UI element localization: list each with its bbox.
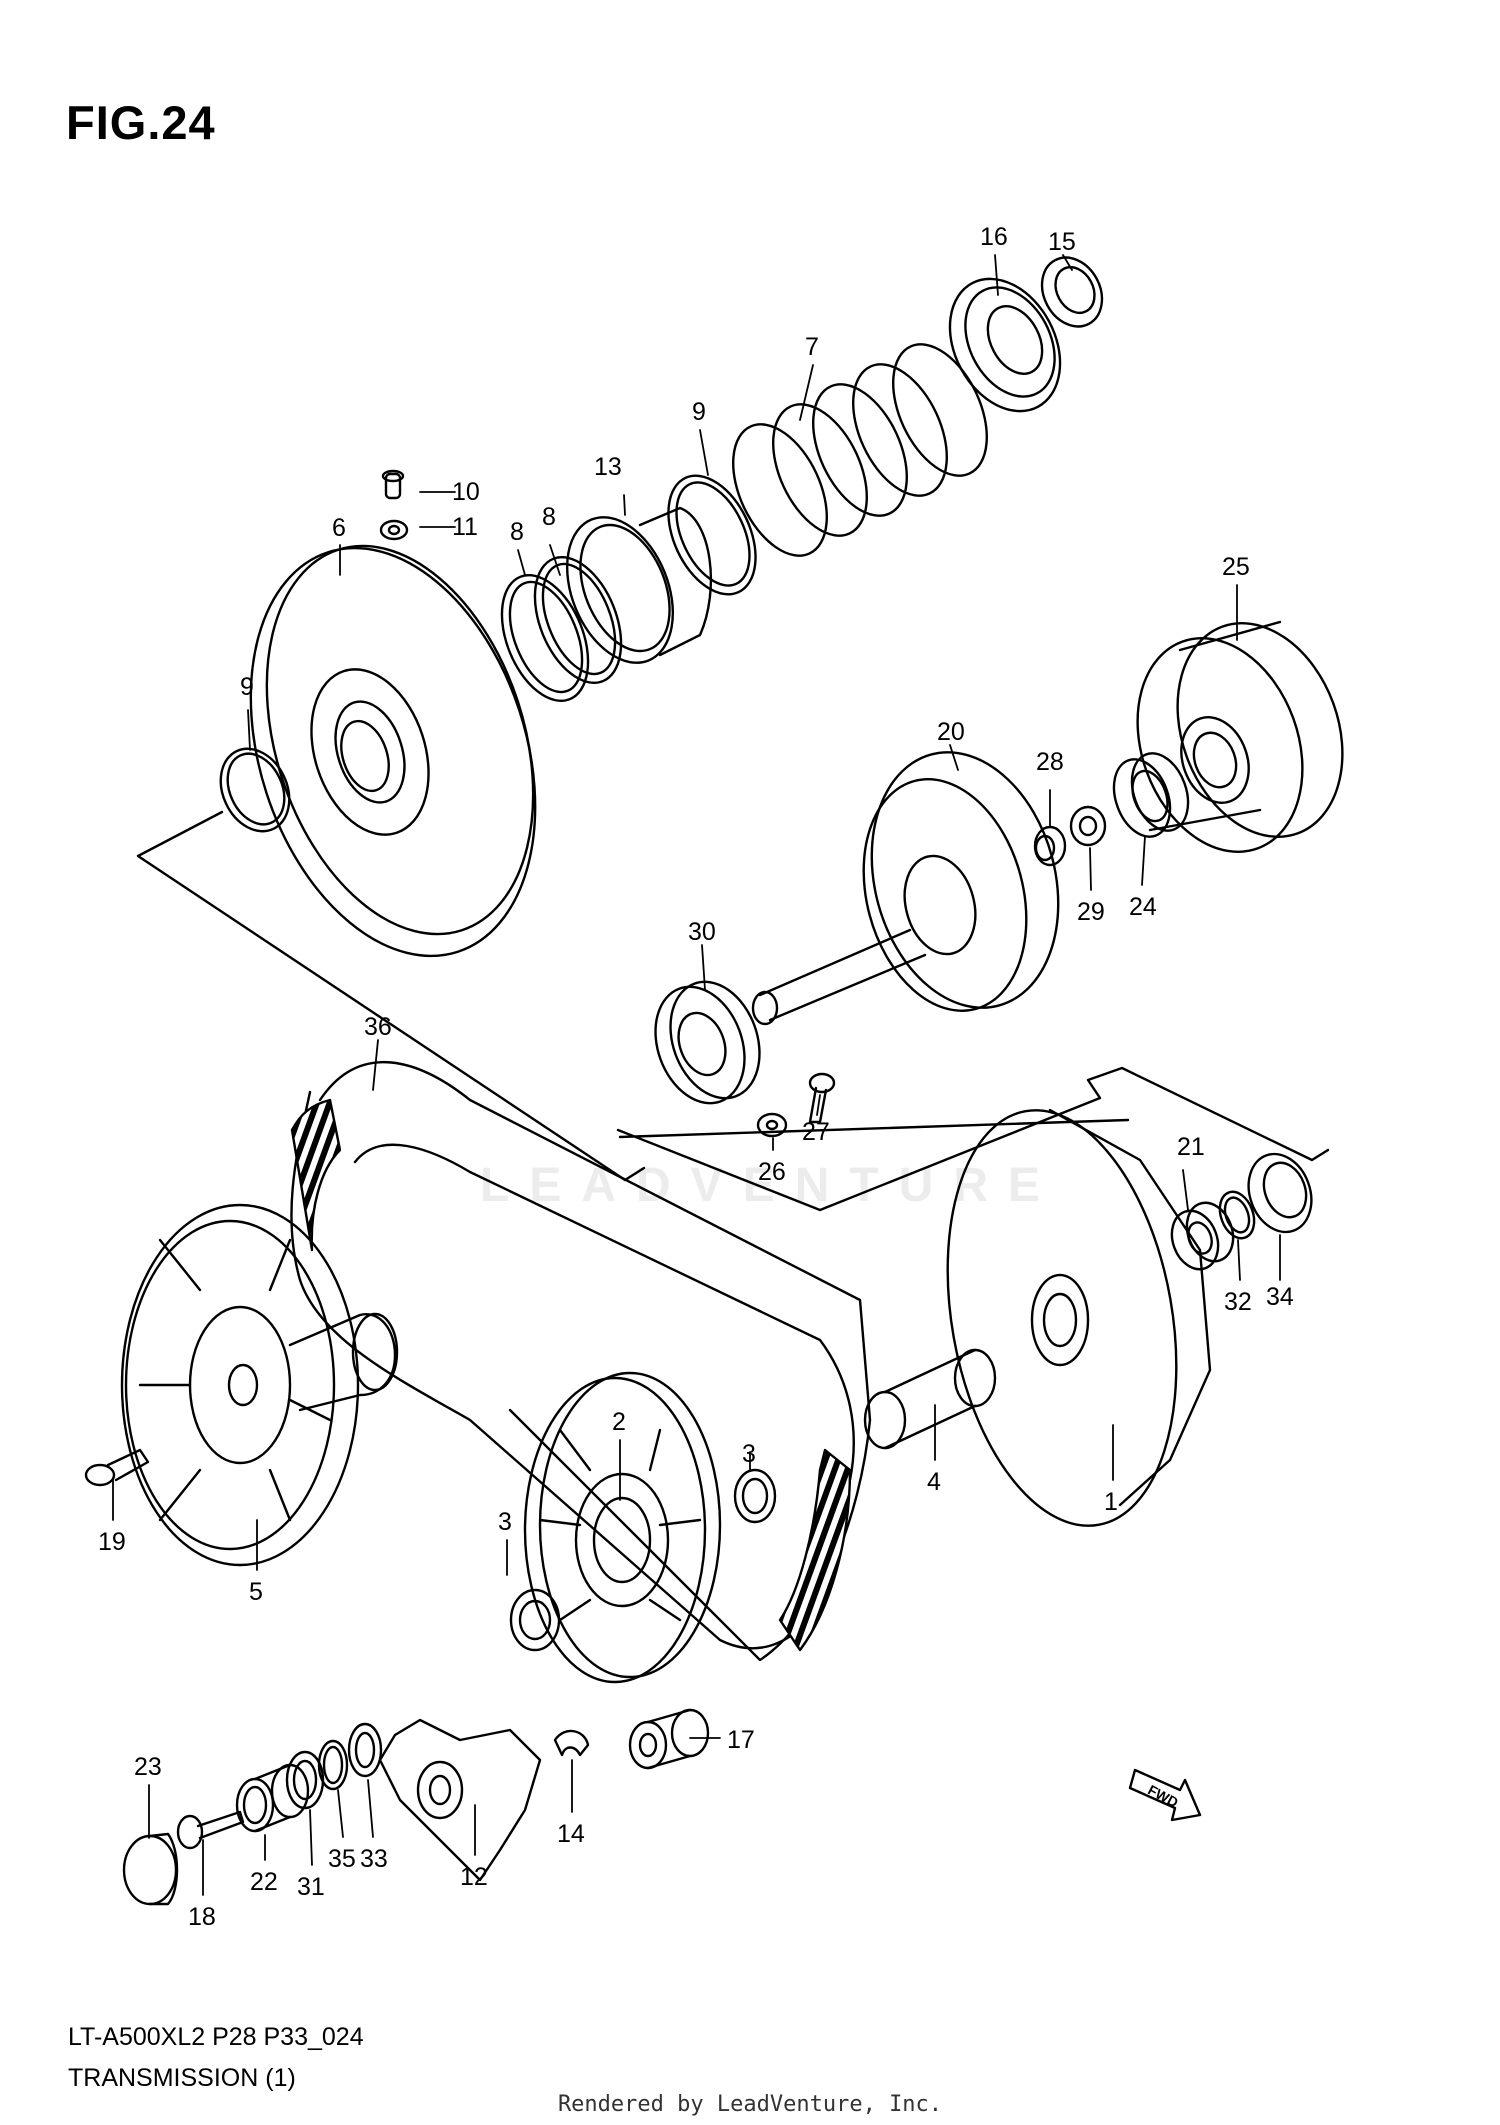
section-title: TRANSMISSION (1)	[68, 2064, 296, 2092]
movable-drive-face-2	[523, 1371, 722, 1684]
seal-21	[1170, 1201, 1235, 1271]
callout-3-right: 3	[742, 1440, 756, 1468]
assembly-outline-center	[618, 1118, 1130, 1139]
callout-10: 10	[452, 478, 480, 506]
callout-4: 4	[927, 1468, 941, 1496]
callout-16: 16	[980, 223, 1008, 251]
callout-28: 28	[1036, 748, 1064, 776]
bush-3-right	[733, 1468, 777, 1524]
callout-11: 11	[452, 513, 478, 541]
footer-credit: Rendered by LeadVenture, Inc.	[557, 2092, 943, 2117]
bearing-24	[1112, 752, 1190, 838]
callout-31: 31	[297, 1873, 325, 1901]
callout-labels: 1 2 3 3 4 5 6 7 8 8 9 9 10 11 12 13 14 1…	[98, 223, 1294, 1931]
callout-1: 1	[1104, 1488, 1118, 1516]
callout-9-top: 9	[692, 398, 706, 426]
callout-30: 30	[688, 918, 716, 946]
callout-24: 24	[1129, 893, 1157, 921]
callout-5: 5	[249, 1578, 263, 1606]
washer-33	[347, 1722, 383, 1778]
callout-27: 27	[802, 1118, 830, 1146]
assembly-outline-right	[616, 1066, 1330, 1212]
sleeve-13	[565, 506, 713, 664]
bush-22	[235, 1763, 310, 1833]
collar-17	[628, 1708, 710, 1770]
callout-21: 21	[1177, 1133, 1205, 1161]
callout-9-left: 9	[240, 673, 254, 701]
circlip-32	[1218, 1190, 1256, 1240]
washer-11	[379, 519, 409, 541]
callout-8-a: 8	[510, 518, 524, 546]
callout-18: 18	[188, 1903, 216, 1931]
callout-22: 22	[250, 1868, 278, 1896]
model-code: LT-A500XL2 P28 P33_024	[68, 2023, 364, 2051]
nut-28	[1033, 825, 1067, 867]
clutch-housing-25	[1136, 620, 1344, 853]
pin-10	[381, 469, 405, 500]
drive-belt	[290, 1060, 872, 1662]
forward-direction-arrow	[1128, 1768, 1202, 1822]
callout-17: 17	[727, 1726, 755, 1754]
callout-3-left: 3	[498, 1508, 512, 1536]
nut-15	[1040, 256, 1104, 328]
bearing-30	[654, 980, 761, 1105]
callout-7: 7	[805, 333, 819, 361]
cap-23	[122, 1832, 179, 1906]
seal-34	[1247, 1152, 1313, 1234]
callout-2: 2	[612, 1408, 626, 1436]
washer-26	[756, 1112, 788, 1138]
assembly-outline-left	[136, 810, 646, 1182]
driven-face-1	[946, 1108, 1212, 1527]
callout-12: 12	[460, 1863, 488, 1891]
screw-27	[808, 1072, 836, 1124]
callout-29: 29	[1077, 898, 1105, 926]
cam-16	[948, 277, 1062, 413]
bearing-31	[285, 1750, 325, 1810]
washer-29	[1069, 805, 1107, 847]
callout-35: 35	[328, 1845, 356, 1873]
callout-32: 32	[1224, 1288, 1252, 1316]
secondary-shaft-20	[751, 751, 1060, 1026]
spacer-4	[863, 1348, 997, 1450]
callout-23: 23	[134, 1753, 162, 1781]
bolt-19	[84, 1448, 150, 1487]
callout-13: 13	[594, 453, 622, 481]
callout-14: 14	[557, 1820, 585, 1848]
callout-34: 34	[1266, 1283, 1294, 1311]
drive-face-plate	[249, 544, 537, 958]
callout-36: 36	[364, 1013, 392, 1041]
bolt-18	[176, 1810, 245, 1850]
callout-19: 19	[98, 1528, 126, 1556]
callout-20: 20	[937, 718, 965, 746]
seal-8-a	[500, 573, 590, 703]
spring-7	[732, 343, 988, 557]
ring-9-top	[667, 474, 757, 596]
callout-6: 6	[332, 514, 346, 542]
driven-pulley-5	[120, 1203, 399, 1567]
clip-14	[553, 1729, 590, 1757]
callout-33: 33	[360, 1845, 388, 1873]
bush-3-left	[509, 1588, 561, 1652]
ring-9-left	[219, 747, 291, 833]
callout-26: 26	[758, 1158, 786, 1186]
callout-8-b: 8	[542, 503, 556, 531]
figure-title: FIG.24	[66, 96, 216, 149]
callout-15: 15	[1048, 228, 1076, 256]
leader-lines	[112, 254, 1281, 1896]
callout-25: 25	[1222, 553, 1250, 581]
ramp-plate-12	[378, 1718, 542, 1882]
